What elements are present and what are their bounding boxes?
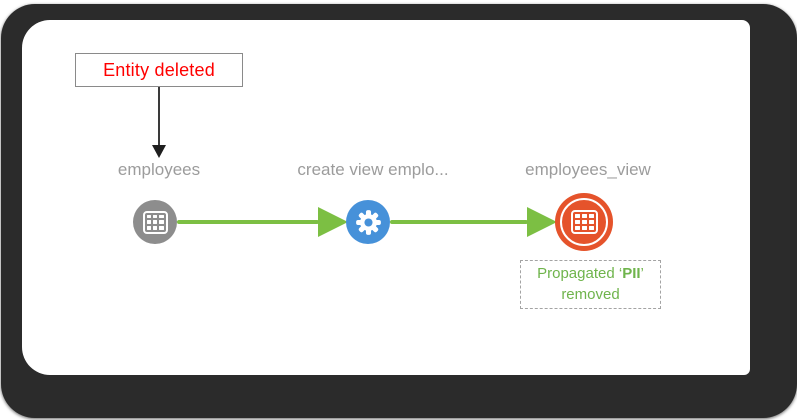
node-create-view[interactable]	[346, 200, 390, 244]
edge-line-1	[177, 220, 319, 224]
node-label-employees: employees	[117, 160, 201, 179]
table-icon	[570, 210, 598, 234]
node-label-create-view: create view emplo...	[297, 160, 449, 179]
propagated-pii-callout: Propagated ‘PII’ removed	[520, 260, 661, 309]
annotation-arrow-line	[158, 87, 160, 147]
edge-arrowhead-icon	[318, 207, 348, 237]
entity-deleted-annotation: Entity deleted	[75, 53, 243, 87]
node-employees[interactable]	[133, 200, 177, 244]
callout-pii-term: PII	[622, 265, 641, 282]
annotation-arrowhead-icon	[152, 145, 166, 158]
node-employees-view[interactable]	[555, 193, 613, 251]
table-icon	[142, 210, 168, 234]
node-label-employees-view: employees_view	[525, 160, 651, 179]
callout-line1-suffix: ’	[640, 265, 644, 282]
edge-line-2	[390, 220, 528, 224]
callout-line1-prefix: Propagated ‘	[537, 265, 623, 282]
callout-line2: removed	[561, 286, 620, 303]
highlight-ring	[560, 198, 608, 246]
entity-deleted-label: Entity deleted	[103, 59, 215, 80]
lineage-canvas: Entity deleted employees create view emp…	[22, 20, 750, 375]
edge-arrowhead-icon	[527, 207, 557, 237]
gear-icon	[355, 209, 381, 235]
